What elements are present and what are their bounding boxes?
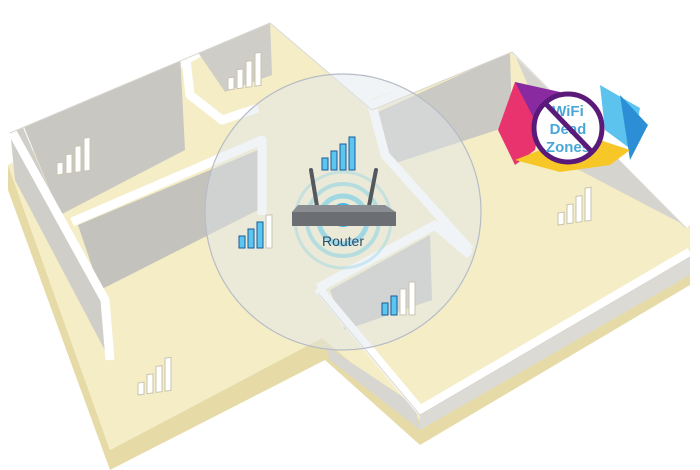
signal-bar-off (399, 288, 407, 316)
signal-bar-off (83, 136, 91, 172)
signal-bar-on (339, 143, 347, 171)
signal-bar-off (164, 356, 172, 392)
signal-bar-off (65, 153, 73, 175)
signal-bar-off (566, 203, 574, 225)
signal-bar-on (330, 150, 338, 171)
router-icon (292, 168, 396, 226)
signal-indicator-top-small-room (227, 51, 262, 91)
signal-bar-off (155, 365, 163, 394)
signal-bar-off (265, 214, 273, 249)
signal-indicator-small-center-room (381, 281, 416, 316)
signal-bar-on (381, 302, 389, 316)
signal-bar-off (575, 195, 583, 224)
signal-bar-off (74, 145, 82, 174)
signal-bar-on (348, 136, 356, 171)
wall-face-left (10, 125, 110, 360)
signal-bar-off (236, 68, 244, 90)
signal-bar-off (146, 373, 154, 395)
badge-line3: Zones (546, 139, 590, 156)
wifi-dead-zones-badge: WiFi Dead Zones (498, 82, 648, 172)
signal-bar-off (408, 281, 416, 316)
signal-indicator-near-router (238, 214, 273, 249)
signal-indicator-router (321, 136, 356, 171)
signal-indicator-right-room (557, 186, 592, 226)
signal-bar-on (256, 221, 264, 249)
signal-bar-off (584, 186, 592, 222)
signal-bar-off (227, 76, 235, 91)
signal-bar-off (557, 211, 565, 226)
wall-face-bottom (325, 345, 420, 430)
prohibition-slash (543, 101, 595, 155)
signal-bar-on (321, 157, 329, 171)
signal-indicator-top-left-room (56, 136, 91, 176)
wall-face-mid (78, 150, 258, 290)
signal-bar-on (238, 235, 246, 249)
signal-bar-off (137, 381, 145, 396)
signal-indicator-bottom-left-room (137, 356, 172, 396)
signal-bar-off (56, 161, 64, 176)
signal-bar-off (245, 60, 253, 89)
signal-bar-on (247, 228, 255, 249)
signal-bar-off (254, 51, 262, 87)
signal-bar-on (390, 295, 398, 316)
router-label: Router (322, 233, 364, 249)
wall-face-right (378, 52, 512, 165)
wall-face-topsmall (195, 20, 272, 92)
